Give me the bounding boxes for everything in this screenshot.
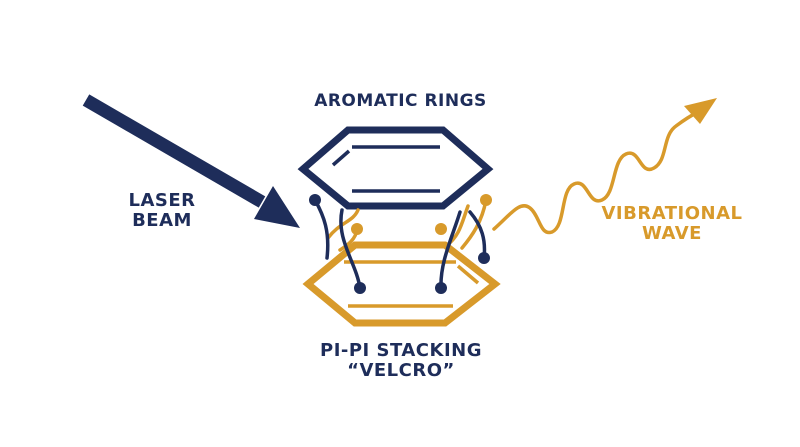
pi-pi-stacking-label: PI-PI STACKING “VELCRO” <box>292 340 510 382</box>
bottom-ring-bond-right <box>456 264 480 285</box>
gold-hook-left <box>326 208 360 240</box>
pi-pi-stacking-text-line1: PI-PI STACKING <box>320 340 482 361</box>
bottom-ring-outer <box>302 241 501 327</box>
laser-beam-text-line1: LASER <box>128 190 196 211</box>
gold-hook-right-knob <box>435 223 447 235</box>
vibrational-wave-text-line2: WAVE <box>642 223 702 245</box>
laser-beam-arrow-icon <box>82 94 300 228</box>
pi-pi-stacking-text-line2: “VELCRO” <box>347 360 455 382</box>
vibrational-wave-line <box>492 110 700 235</box>
bottom-aromatic-ring-icon <box>302 241 501 327</box>
top-ring-outer <box>297 126 494 210</box>
laser-beam-arrowhead <box>254 186 300 228</box>
vibrational-wave-text-line1: VIBRATIONAL <box>601 203 743 224</box>
laser-beam-label: LASER BEAM <box>112 190 212 232</box>
aromatic-rings-text: AROMATIC RINGS <box>314 91 487 111</box>
top-aromatic-ring-icon <box>297 126 494 210</box>
laser-beam-text-line2: BEAM <box>132 210 192 232</box>
top-ring-bond-left <box>331 149 351 167</box>
gold-hook-right-arm <box>460 198 488 250</box>
vibrational-wave-arrow-icon <box>492 98 717 235</box>
navy-hook-center-left <box>339 208 362 290</box>
laser-beam-shaft <box>82 94 266 208</box>
navy-hook-left <box>313 198 330 260</box>
gold-hook-left-stem <box>338 227 359 252</box>
navy-hook-center-left-tip <box>354 282 366 294</box>
velcro-hooks <box>309 194 492 294</box>
navy-hook-center-right-tip <box>435 282 447 294</box>
navy-hook-center-right <box>439 210 462 290</box>
vibrational-wave-arrowhead <box>684 98 717 124</box>
aromatic-rings-label: AROMATIC RINGS <box>298 91 503 111</box>
vibrational-wave-label: VIBRATIONAL WAVE <box>586 203 758 245</box>
navy-hook-right-tip <box>478 252 490 264</box>
